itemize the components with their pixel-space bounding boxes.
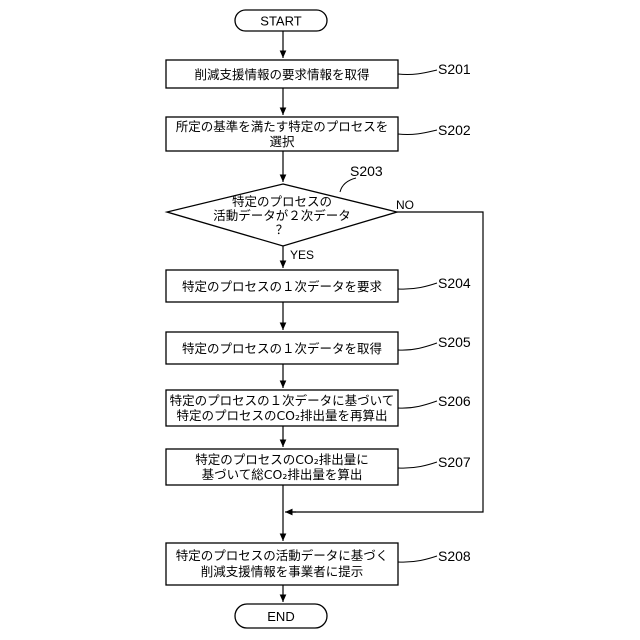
s203-id: S203 bbox=[350, 163, 383, 179]
s202-leader bbox=[398, 130, 437, 135]
s203-text-line2: 活動データが２次データ bbox=[213, 208, 351, 223]
process-s205: 特定のプロセスの１次データを取得 S205 bbox=[166, 332, 471, 364]
s208-id: S208 bbox=[438, 548, 471, 564]
process-s207: 特定のプロセスのCO₂排出量に 基づいて総CO₂排出量を算出 S207 bbox=[166, 449, 471, 485]
start-label: START bbox=[260, 14, 301, 29]
process-s204: 特定のプロセスの１次データを要求 S204 bbox=[166, 270, 471, 302]
s204-leader bbox=[398, 283, 437, 289]
s202-text-line1: 所定の基準を満たす特定のプロセスを bbox=[176, 119, 389, 134]
s208-text-line2: 削減支援情報を事業者に提示 bbox=[201, 564, 364, 579]
end-label: END bbox=[267, 609, 294, 624]
s207-id: S207 bbox=[438, 454, 471, 470]
s205-text: 特定のプロセスの１次データを取得 bbox=[182, 341, 382, 356]
start-terminal: START bbox=[235, 10, 327, 31]
s203-leader bbox=[340, 178, 356, 192]
s205-leader bbox=[398, 343, 437, 350]
s201-text: 削減支援情報の要求情報を取得 bbox=[194, 67, 369, 82]
process-s206: 特定のプロセスの１次データに基づいて 特定のプロセスのCO₂排出量を再算出 S2… bbox=[166, 390, 471, 426]
s206-text-line1: 特定のプロセスの１次データに基づいて bbox=[170, 393, 395, 408]
s206-id: S206 bbox=[438, 393, 471, 409]
s207-text-line1: 特定のプロセスのCO₂排出量に bbox=[195, 452, 369, 467]
s203-text-line3: ？ bbox=[276, 222, 289, 237]
s202-id: S202 bbox=[438, 122, 471, 138]
s207-leader bbox=[398, 462, 437, 468]
s208-text-line1: 特定のプロセスの活動データに基づく bbox=[176, 548, 389, 563]
s207-text-line2: 基づいて総CO₂排出量を算出 bbox=[202, 467, 363, 482]
s206-text-line2: 特定のプロセスのCO₂排出量を再算出 bbox=[176, 408, 387, 423]
yes-label: YES bbox=[290, 248, 314, 262]
process-s208: 特定のプロセスの活動データに基づく 削減支援情報を事業者に提示 S208 bbox=[166, 543, 471, 585]
s205-id: S205 bbox=[438, 334, 471, 350]
decision-s203: 特定のプロセスの 活動データが２次データ ？ S203 bbox=[167, 163, 397, 246]
s201-leader bbox=[398, 70, 437, 75]
s208-leader bbox=[398, 556, 437, 562]
s206-leader bbox=[398, 401, 437, 408]
process-s201: 削減支援情報の要求情報を取得 S201 bbox=[166, 60, 471, 88]
process-s202: 所定の基準を満たす特定のプロセスを 選択 S202 bbox=[166, 117, 471, 151]
end-terminal: END bbox=[235, 604, 327, 628]
s204-id: S204 bbox=[438, 275, 471, 291]
s203-text-line1: 特定のプロセスの bbox=[232, 194, 332, 209]
s201-id: S201 bbox=[438, 61, 471, 77]
s204-text: 特定のプロセスの１次データを要求 bbox=[182, 279, 383, 294]
no-label: NO bbox=[396, 198, 414, 212]
s202-text-line2: 選択 bbox=[269, 134, 295, 149]
